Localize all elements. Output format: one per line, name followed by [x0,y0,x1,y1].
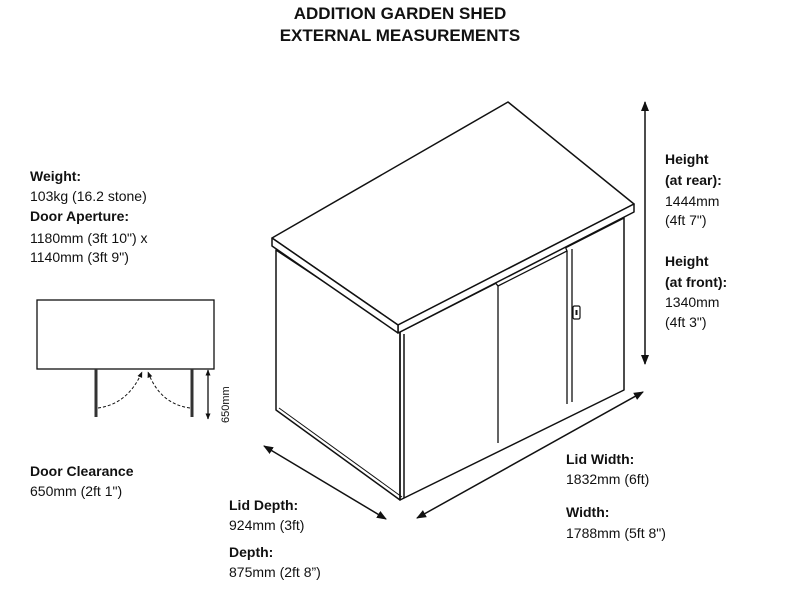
door-clearance-label: Door Clearance [30,463,134,479]
height-front-value-ft: (4ft 3") [665,314,707,330]
door-clearance-diagram [36,299,215,420]
lid-depth-label: Lid Depth: [229,497,299,513]
lid-width-value: 1832mm (6ft) [566,471,650,487]
lid-top-surface [271,101,635,326]
door-clearance-dimension-text: 650mm [220,386,232,423]
depth-value: 875mm (2ft 8”) [229,564,321,580]
right-door-swing-arc [147,371,191,409]
height-rear-value-mm: 1444mm [665,193,720,209]
door-aperture-value-line-1: 1180mm (3ft 10") x [30,230,148,246]
diagram-title-line-1: ADDITION GARDEN SHED [293,4,507,23]
door-aperture-value-line-2: 1140mm (3ft 9") [30,249,129,265]
width-dimension-arrow [416,391,644,519]
lid-depth-value: 924mm (3ft) [229,517,305,533]
shed-lid [271,101,635,334]
depth-label: Depth: [229,544,274,560]
lid-width-label: Lid Width: [566,451,635,467]
width-value: 1788mm (5ft 8") [566,525,666,541]
height-front-value-mm: 1340mm [665,294,720,310]
depth-dimension-arrow [263,445,387,520]
weight-value: 103kg (16.2 stone) [30,188,147,204]
height-rear-label-line-1: Height [665,151,709,167]
height-front-label-line-1: Height [665,253,709,269]
clearance-lid-box [36,299,215,370]
height-front-label-line-2: (at front): [665,274,728,290]
lid-side-edge [271,237,399,334]
shed-side-bottom-edge [278,407,403,498]
door-aperture-label: Door Aperture: [30,208,130,224]
diagram-title-line-2: EXTERNAL MEASUREMENTS [279,26,521,45]
width-label: Width: [566,504,610,520]
weight-label: Weight: [30,168,82,184]
height-rear-value-ft: (4ft 7") [665,212,707,228]
left-door-swing-arc [97,371,143,409]
door-clearance-value: 650mm (2ft 1") [30,483,123,499]
height-rear-label-line-2: (at rear): [665,172,722,188]
